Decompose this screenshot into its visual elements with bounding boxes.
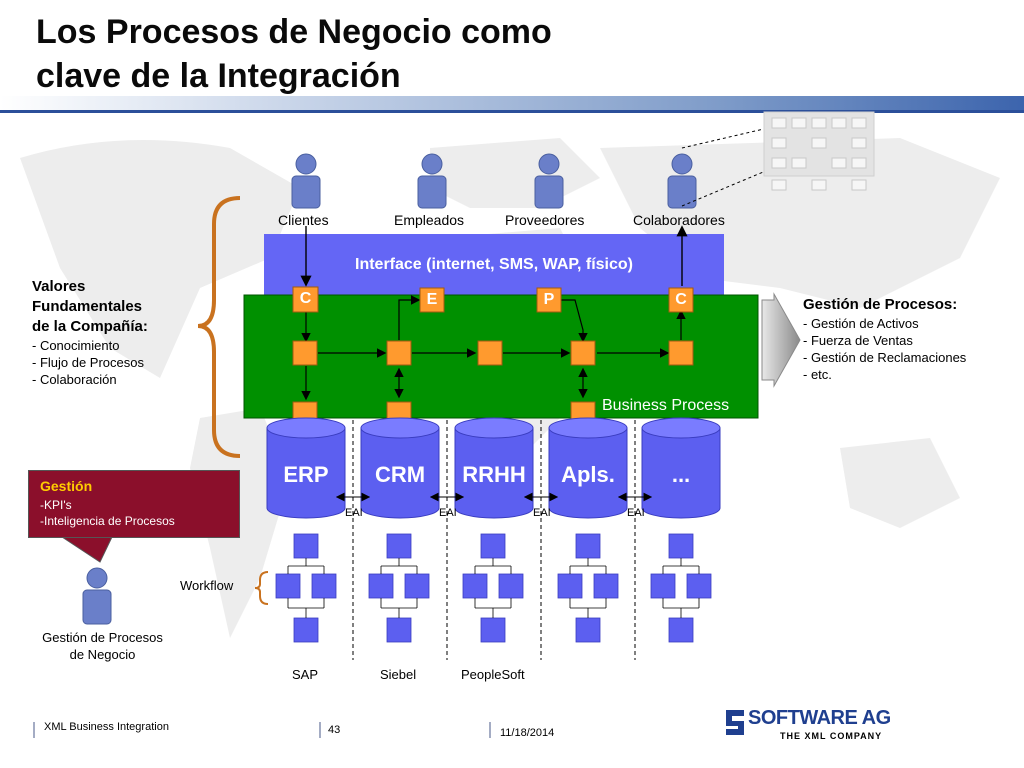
person-icon-clientes bbox=[291, 153, 321, 209]
interface-label: Interface (internet, SMS, WAP, físico) bbox=[355, 256, 633, 273]
bpm-person-label-line2: de Negocio bbox=[69, 647, 136, 662]
channel-box-e: E bbox=[426, 291, 438, 308]
title-underline bbox=[0, 96, 1024, 110]
actor-label-clientes: Clientes bbox=[278, 212, 329, 228]
person-icon-proveedores bbox=[534, 153, 564, 209]
company-values-title-line2: Fundamentales bbox=[32, 298, 143, 315]
process-management-item: - Fuerza de Ventas bbox=[803, 333, 913, 348]
actor-label-colaboradores: Colaboradores bbox=[633, 212, 725, 228]
system-more: ... bbox=[671, 462, 691, 487]
workflow-apls bbox=[557, 533, 619, 643]
workflow-peoplesoft bbox=[462, 533, 524, 643]
company-values-title-line1: Valores bbox=[32, 278, 86, 295]
footer-page-number: 43 bbox=[328, 724, 341, 736]
workflow-siebel bbox=[368, 533, 430, 643]
slide-title-line1: Los Procesos de Negocio como bbox=[36, 13, 552, 51]
gestion-callout-item: -KPI's bbox=[40, 498, 72, 512]
software-ag-logo-mark bbox=[726, 710, 744, 735]
process-management-title: Gestión de Procesos: bbox=[803, 296, 958, 313]
workflow-brace bbox=[254, 571, 269, 605]
company-values-list: - Conocimiento - Flujo de Procesos - Col… bbox=[32, 337, 144, 388]
system-crm: CRM bbox=[374, 462, 426, 487]
system-apls: Apls. bbox=[561, 462, 615, 487]
eai-label-3: EAI bbox=[533, 507, 551, 519]
gestion-callout-tail bbox=[60, 536, 113, 563]
process-management-item: - Gestión de Activos bbox=[803, 316, 919, 331]
person-icons bbox=[82, 153, 697, 625]
eai-label-1: EAI bbox=[345, 507, 363, 519]
gestion-callout bbox=[28, 470, 240, 538]
person-icon-colaboradores bbox=[667, 153, 697, 209]
vendor-siebel: Siebel bbox=[380, 667, 417, 682]
workflow-other bbox=[650, 533, 712, 643]
footer-date: 11/18/2014 bbox=[500, 727, 555, 739]
title-underline-dark bbox=[0, 110, 1024, 113]
vendor-peoplesoft: PeopleSoft bbox=[461, 667, 525, 682]
software-ag-logo-text: SOFTWARE AG bbox=[748, 707, 891, 729]
footer-presentation-name: XML Business Integration bbox=[44, 721, 169, 733]
person-icon-empleados bbox=[417, 153, 447, 209]
company-values-title-line3: de la Compañía: bbox=[32, 318, 148, 335]
zoom-diagram-icon bbox=[681, 111, 875, 207]
workflow-diagrams bbox=[275, 533, 712, 643]
bpm-person-label: Gestión de Procesos de Negocio bbox=[20, 629, 185, 663]
business-process-label: Business Process bbox=[602, 397, 730, 414]
channel-box-c1: C bbox=[299, 290, 312, 307]
software-ag-tagline: THE XML COMPANY bbox=[780, 731, 883, 741]
company-values-item: - Conocimiento bbox=[32, 338, 120, 353]
bpm-person-label-line1: Gestión de Procesos bbox=[42, 630, 163, 645]
process-management-item: - etc. bbox=[803, 367, 832, 382]
left-brace bbox=[197, 196, 241, 458]
gestion-callout-item: -Inteligencia de Procesos bbox=[40, 514, 175, 528]
eai-label-2: EAI bbox=[439, 507, 457, 519]
person-icon-bpm bbox=[82, 567, 112, 625]
process-management-item: - Gestión de Reclamaciones bbox=[803, 350, 967, 365]
slide-title: Los Procesos de Negocio como clave de la… bbox=[36, 10, 552, 98]
gestion-callout-title: Gestión bbox=[40, 478, 93, 494]
company-values-item: - Colaboración bbox=[32, 372, 117, 387]
slide-title-line2: clave de la Integración bbox=[36, 57, 401, 95]
process-management-list: - Gestión de Activos - Fuerza de Ventas … bbox=[803, 315, 966, 383]
gray-right-arrow bbox=[761, 292, 801, 388]
actor-label-proveedores: Proveedores bbox=[505, 212, 585, 228]
channel-box-p: P bbox=[543, 291, 555, 308]
workflow-label: Workflow bbox=[180, 578, 234, 593]
actor-label-empleados: Empleados bbox=[394, 212, 465, 228]
workflow-sap bbox=[275, 533, 337, 643]
database-cylinders bbox=[266, 417, 721, 519]
activity-boxes bbox=[292, 286, 694, 427]
system-erp: ERP bbox=[283, 462, 329, 487]
gestion-callout-list: -KPI's -Inteligencia de Procesos bbox=[40, 497, 175, 529]
eai-label-4: EAI bbox=[627, 507, 645, 519]
system-rrhh: RRHH bbox=[462, 462, 526, 487]
vendor-sap: SAP bbox=[292, 667, 319, 682]
company-values-title: Valores Fundamentales de la Compañía: bbox=[32, 277, 148, 337]
company-values-item: - Flujo de Procesos bbox=[32, 355, 144, 370]
channel-box-c2: C bbox=[675, 291, 687, 308]
